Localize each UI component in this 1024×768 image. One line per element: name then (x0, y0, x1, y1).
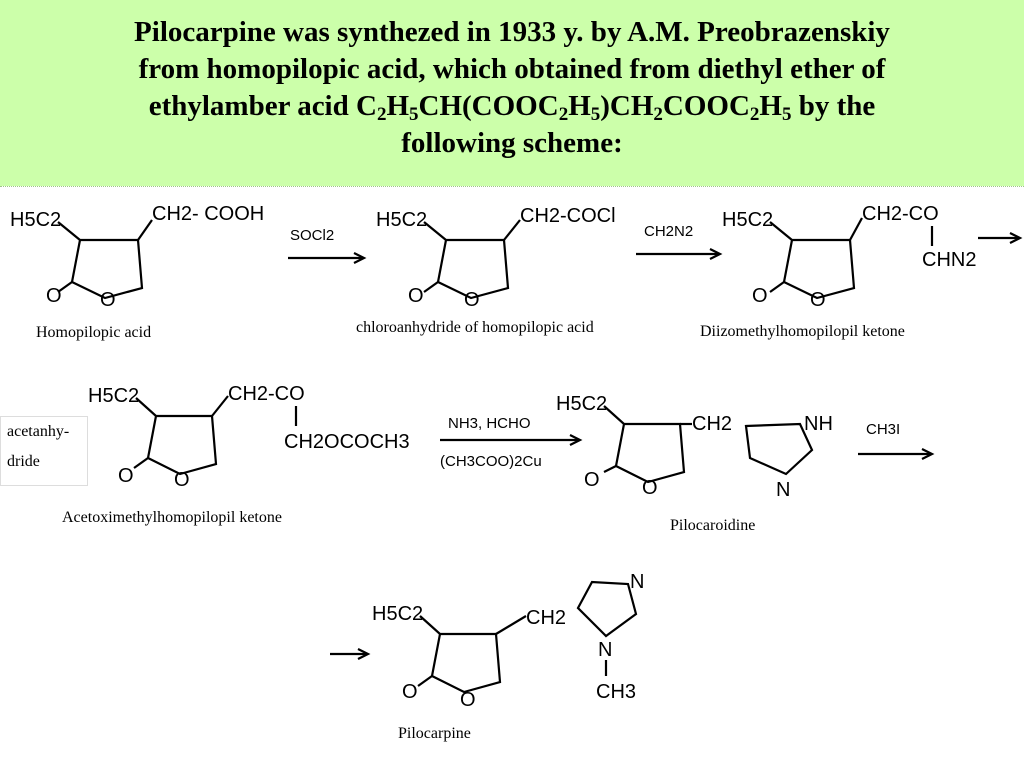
reaction-arrow-6 (330, 648, 371, 660)
label-pilocarpine: Pilocarpine (398, 725, 471, 742)
substituent-2: CH2-COCl (520, 205, 616, 227)
ring-o-4: O (174, 469, 190, 491)
carbonyl-o-4: O (118, 465, 134, 487)
reagent-ch3i: CH3I (866, 421, 900, 438)
compound-pilocarpine: H5C2 CH2 N N CH3 O O Pilocarpine (372, 571, 644, 742)
reagent-acetanhydride-line2: dride (7, 453, 40, 470)
label-diazomethyl-ketone: Diizomethylhomopilopil ketone (700, 323, 905, 340)
substituent-1: CH2- COOH (152, 203, 264, 225)
slide-title: Pilocarpine was synthezed in 1933 y. by … (0, 0, 1024, 186)
imidazole-ring-6 (576, 580, 638, 638)
substituent-6: CH2 (526, 607, 566, 629)
carbonyl-bond-1 (57, 281, 73, 293)
carbonyl-o-1: O (46, 285, 62, 307)
ring-o-2: O (464, 289, 480, 311)
ethyl-group-2: H5C2 (376, 209, 427, 231)
ethyl-group-1: H5C2 (10, 209, 61, 231)
label-chloroanhydride: chloroanhydride of homopilopic acid (356, 319, 594, 336)
ring-o-1: O (100, 289, 116, 311)
lactone-ring-2 (423, 221, 510, 300)
nh-atom-5: NH (804, 413, 833, 435)
ethyl-group-3: H5C2 (722, 209, 773, 231)
reagent-nh3-hcho: NH3, HCHO (448, 415, 531, 432)
compound-chloroanhydride: H5C2 CH2-COCl O O chloroanhydride of hom… (356, 205, 616, 336)
reagent-ch2n2: CH2N2 (644, 223, 693, 240)
reaction-scheme (0, 186, 1024, 768)
compound-diazomethyl-ketone: H5C2 CH2-CO CHN2 O O Diizomethylhomopilo… (700, 203, 1023, 340)
label-homopilopic-acid: Homopilopic acid (36, 324, 151, 341)
reagent-copper-acetate: (CH3COO)2Cu (440, 453, 542, 470)
title-line-4: following scheme: (401, 127, 623, 159)
title-line-1: Pilocarpine was synthezed in 1933 y. by … (134, 16, 890, 48)
n-atom-5: N (776, 479, 790, 501)
carbonyl-o-5: O (584, 469, 600, 491)
label-pilocaroidine: Pilocaroidine (670, 517, 755, 534)
reaction-arrow-4: NH3, HCHO (CH3COO)2Cu (440, 415, 583, 470)
ethyl-group-6: H5C2 (372, 603, 423, 625)
reagent-socl2: SOCl2 (290, 227, 334, 244)
compound-pilocaroidine: H5C2 CH2 NH N O O Pilocaroidine (556, 393, 833, 534)
imidazole-ring-5 (744, 422, 814, 476)
ring-o-5: O (642, 477, 658, 499)
carbonyl-o-6: O (402, 681, 418, 703)
ring-o-3: O (810, 289, 826, 311)
bond-1 (137, 219, 153, 241)
ring-o-6: O (460, 689, 476, 711)
lactone-ring-3 (769, 221, 856, 300)
n-methyl-atom-6: N (598, 639, 612, 661)
ethyl-group-4: H5C2 (88, 385, 139, 407)
substituent-4-bottom: CH2OCOCH3 (284, 431, 410, 453)
lactone-ring-1 (57, 221, 144, 300)
ethyl-group-5: H5C2 (556, 393, 607, 415)
compound-acetoximethyl-ketone: H5C2 CH2-CO CH2OCOCH3 O O Acetoximethylh… (62, 383, 410, 526)
label-acetoximethyl-ketone: Acetoximethylhomopilopil ketone (62, 509, 282, 526)
substituent-3-top: CH2-CO (862, 203, 939, 225)
reaction-arrow-2: CH2N2 (636, 223, 723, 260)
lactone-ring-6 (419, 615, 502, 694)
substituent-3-bottom: CHN2 (922, 249, 976, 271)
lactone-ring-4 (135, 397, 218, 476)
title-line-3: ethylamber acid C2H5CH(COOC2H5)CH2COOC2H… (148, 90, 876, 125)
carbonyl-o-2: O (408, 285, 424, 307)
reagent-acetanhydride-line1: acetanhy- (7, 423, 70, 440)
reaction-arrow-5: CH3I (858, 421, 935, 460)
substituent-4-top: CH2-CO (228, 383, 305, 405)
compound-homopilopic-acid: H5C2 CH2- COOH O O Homopilopic acid (10, 203, 264, 341)
reagent-acetanhydride: acetanhy- dride (0, 416, 88, 486)
n-atom-6: N (630, 571, 644, 593)
lactone-ring-5 (603, 405, 686, 484)
substituent-5: CH2 (692, 413, 732, 435)
title-line-2: from homopilopic acid, which obtained fr… (138, 53, 886, 85)
carbonyl-o-3: O (752, 285, 768, 307)
methyl-6: CH3 (596, 681, 636, 703)
reaction-arrow-1: SOCl2 (288, 227, 367, 264)
